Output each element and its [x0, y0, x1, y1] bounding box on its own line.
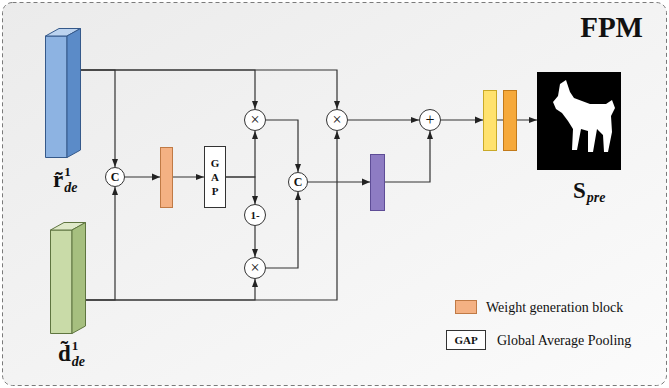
gap-text: GAP — [211, 156, 220, 199]
slab-side — [72, 223, 86, 334]
connector — [226, 131, 255, 177]
variable-label: d̃1de — [58, 338, 85, 370]
legend-sample-text: GAP — [454, 335, 477, 346]
operator-symbol: C — [111, 171, 120, 183]
legend-text: Global Average Pooling — [497, 333, 631, 348]
connector — [226, 177, 255, 204]
operator-circle: × — [244, 109, 266, 131]
connector — [81, 70, 255, 109]
legend-text: Weight generation block — [486, 300, 623, 315]
connector — [86, 187, 115, 300]
feature-map: r̃1de — [45, 28, 81, 158]
conv-block — [504, 91, 517, 151]
variable-symbol: d̃ — [58, 342, 71, 366]
feature-map: d̃1de — [50, 222, 86, 334]
gap-box: GAP — [204, 146, 226, 208]
operator-circle: 1- — [244, 204, 266, 226]
feature-slab — [50, 222, 86, 334]
variable-symbol: r̃ — [53, 168, 63, 192]
legend-swatch — [455, 300, 477, 314]
connector — [86, 279, 255, 300]
connector — [86, 131, 337, 300]
subscript: de — [72, 354, 85, 370]
figure-title-text: FPM — [580, 11, 643, 43]
goat-silhouette — [553, 80, 615, 152]
index-stack: pre — [587, 176, 606, 206]
index-stack: 1de — [64, 164, 77, 196]
operator-circle: × — [244, 257, 266, 279]
slab-front — [46, 36, 68, 158]
connector — [266, 192, 298, 268]
conv-block — [484, 91, 497, 151]
variable-label: r̃1de — [53, 164, 77, 196]
legend-entry: Weight generation block — [486, 298, 623, 316]
operator-circle: C — [105, 167, 125, 187]
operator-symbol: × — [250, 112, 259, 128]
operator-symbol: × — [250, 260, 259, 276]
slab-side — [67, 29, 81, 158]
figure-title: FPM — [580, 12, 643, 44]
operator-symbol: C — [294, 176, 303, 188]
connector — [266, 120, 298, 172]
subscript: de — [64, 180, 77, 196]
slab-front — [51, 230, 73, 334]
arrowhead — [475, 117, 483, 124]
operator-circle: C — [288, 172, 308, 192]
arrowhead — [152, 174, 160, 181]
index-stack: 1de — [72, 338, 85, 370]
operator-symbol: + — [425, 112, 434, 128]
operator-circle: + — [419, 109, 441, 131]
connector — [81, 70, 115, 167]
superscript: 1 — [72, 338, 85, 354]
operator-symbol: 1- — [250, 210, 259, 221]
connector — [308, 131, 430, 182]
conv-block — [371, 155, 385, 211]
output-map: Spre — [537, 72, 621, 170]
variable-label: Spre — [573, 176, 605, 206]
superscript: 1 — [64, 164, 77, 180]
legend-entry: Global Average Pooling — [497, 331, 631, 349]
connector — [254, 226, 255, 257]
weight-generation-block — [161, 148, 173, 208]
connector — [81, 70, 337, 109]
feature-slab — [45, 28, 81, 158]
connector — [348, 119, 419, 120]
subscript: pre — [587, 190, 606, 206]
arrowhead — [362, 179, 370, 186]
saliency-map — [537, 72, 621, 170]
legend-sample-box: GAP — [446, 330, 486, 350]
dashed-panel — [3, 3, 667, 386]
operator-circle: × — [326, 109, 348, 131]
operator-symbol: × — [332, 112, 341, 128]
variable-symbol: S — [573, 179, 586, 203]
